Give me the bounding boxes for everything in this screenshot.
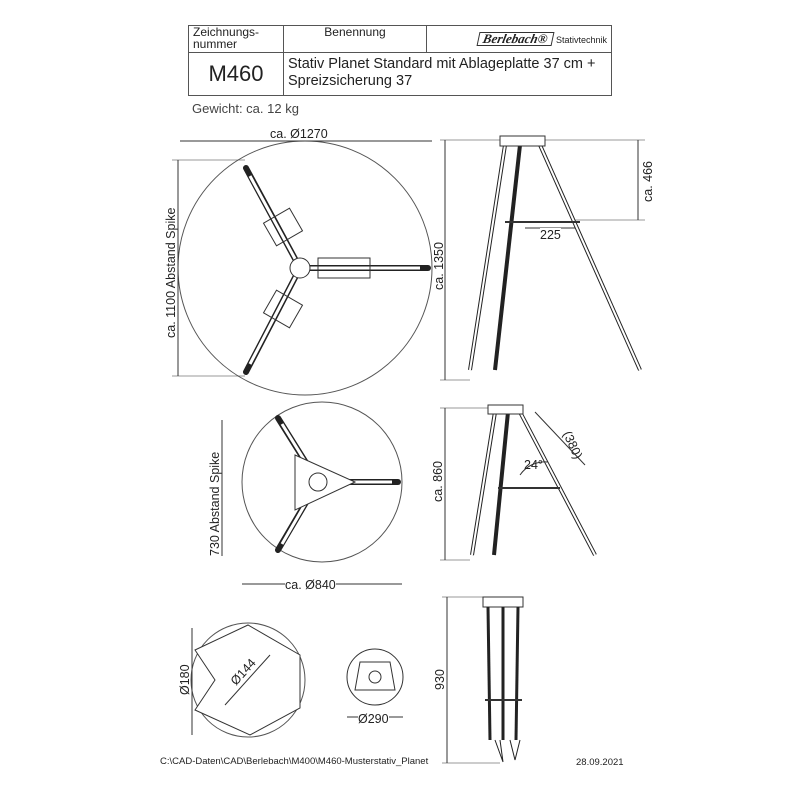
mid-side-view (440, 404, 597, 561)
name-header: Benennung (283, 25, 427, 53)
dim-top-466: ca. 466 (641, 160, 655, 202)
plate-view (190, 622, 306, 738)
dim-top-spike-distance: ca. 1100 Abstand Spike (164, 207, 178, 338)
drawing-date: 28.09.2021 (576, 757, 624, 768)
dim-top-height: ca. 1350 (432, 242, 446, 290)
weight-label: Gewicht: ca. 12 kg (192, 101, 299, 116)
dim-folded-290: Ø290 (358, 712, 389, 726)
dim-mid-diameter: ca. Ø840 (285, 578, 336, 592)
number-header: Zeichnungs- nummer (188, 25, 284, 53)
dim-top-225: 225 (540, 228, 561, 242)
mid-plan-view (221, 401, 403, 585)
dim-mid-height: ca. 860 (431, 460, 445, 502)
folded-side-view (442, 596, 524, 764)
top-side-view (440, 135, 645, 381)
dim-folded-height: 930 (433, 669, 447, 690)
dim-top-diameter: ca. Ø1270 (270, 127, 328, 141)
brand-sub: Stativtechnik (555, 35, 607, 45)
top-plan-view (172, 140, 433, 396)
folded-top-view (346, 648, 404, 718)
dim-mid-spike-distance: 730 Abstand Spike (208, 451, 222, 556)
title-block: Zeichnungs- nummer Benennung Berlebach® … (188, 25, 612, 96)
file-path: C:\CAD-Daten\CAD\Berlebach\M400\M460-Mus… (160, 756, 429, 767)
brand-cell: Berlebach® Stativtechnik (426, 25, 612, 53)
dim-mid-angle: 24° (524, 458, 543, 472)
drawing-number: M460 (188, 52, 284, 96)
dim-plate-180: Ø180 (178, 664, 192, 695)
drawing-name: Stativ Planet Standard mit Ablageplatte … (283, 52, 612, 96)
